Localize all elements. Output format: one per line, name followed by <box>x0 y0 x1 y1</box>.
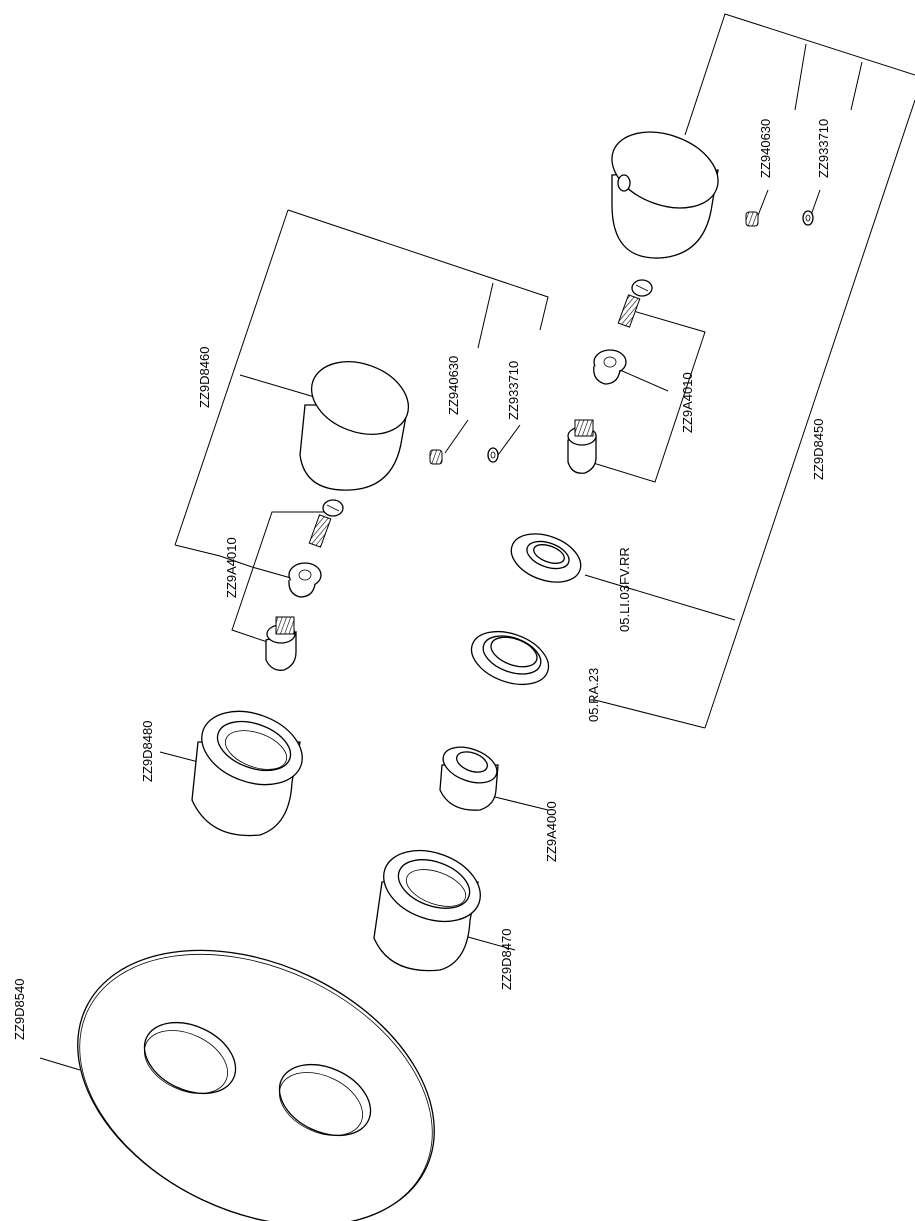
grub-screw-left <box>429 449 443 465</box>
sleeve-right <box>373 849 481 972</box>
screw-left <box>308 499 344 548</box>
label-adapter-right: ZZ9A4010 <box>680 372 695 433</box>
label-ring-clip: 05.LI.03FV.RR <box>617 547 632 632</box>
cover-plate <box>77 949 435 1221</box>
adapter-left-bottom <box>265 616 297 671</box>
label-grub-left: ZZ940630 <box>446 356 461 415</box>
label-kit-right: ZZ9D8450 <box>811 419 826 480</box>
ring-clip <box>510 533 582 583</box>
label-nut-right: ZZ933710 <box>816 119 831 178</box>
screw-right <box>617 279 653 328</box>
label-adapter-left: ZZ9A4010 <box>224 537 239 598</box>
knob-left <box>299 361 410 491</box>
adapter-left-top <box>288 562 322 598</box>
label-nut-left: ZZ933710 <box>506 361 521 420</box>
label-sleeve-right: ZZ9D8470 <box>499 929 514 990</box>
label-plate: ZZ9D8540 <box>12 979 27 1040</box>
spindle <box>439 746 499 811</box>
knob-right <box>611 131 719 259</box>
grub-screw-right <box>745 211 759 227</box>
adapter-right-top <box>593 349 627 385</box>
nut-left <box>487 447 499 463</box>
label-ring-nut: 05.RA.23 <box>586 668 601 722</box>
kit-right-bracket <box>584 13 915 729</box>
ring-nut <box>470 630 550 686</box>
adapter-right-bottom <box>567 419 597 474</box>
kit-left-bracket <box>174 209 549 649</box>
label-spindle: ZZ9A4000 <box>544 801 559 862</box>
label-kit-left: ZZ9D8460 <box>197 347 212 408</box>
sleeve-left <box>191 710 303 837</box>
label-grub-right: ZZ940630 <box>758 119 773 178</box>
label-sleeve-left: ZZ9D8480 <box>140 721 155 782</box>
nut-right <box>802 210 814 226</box>
